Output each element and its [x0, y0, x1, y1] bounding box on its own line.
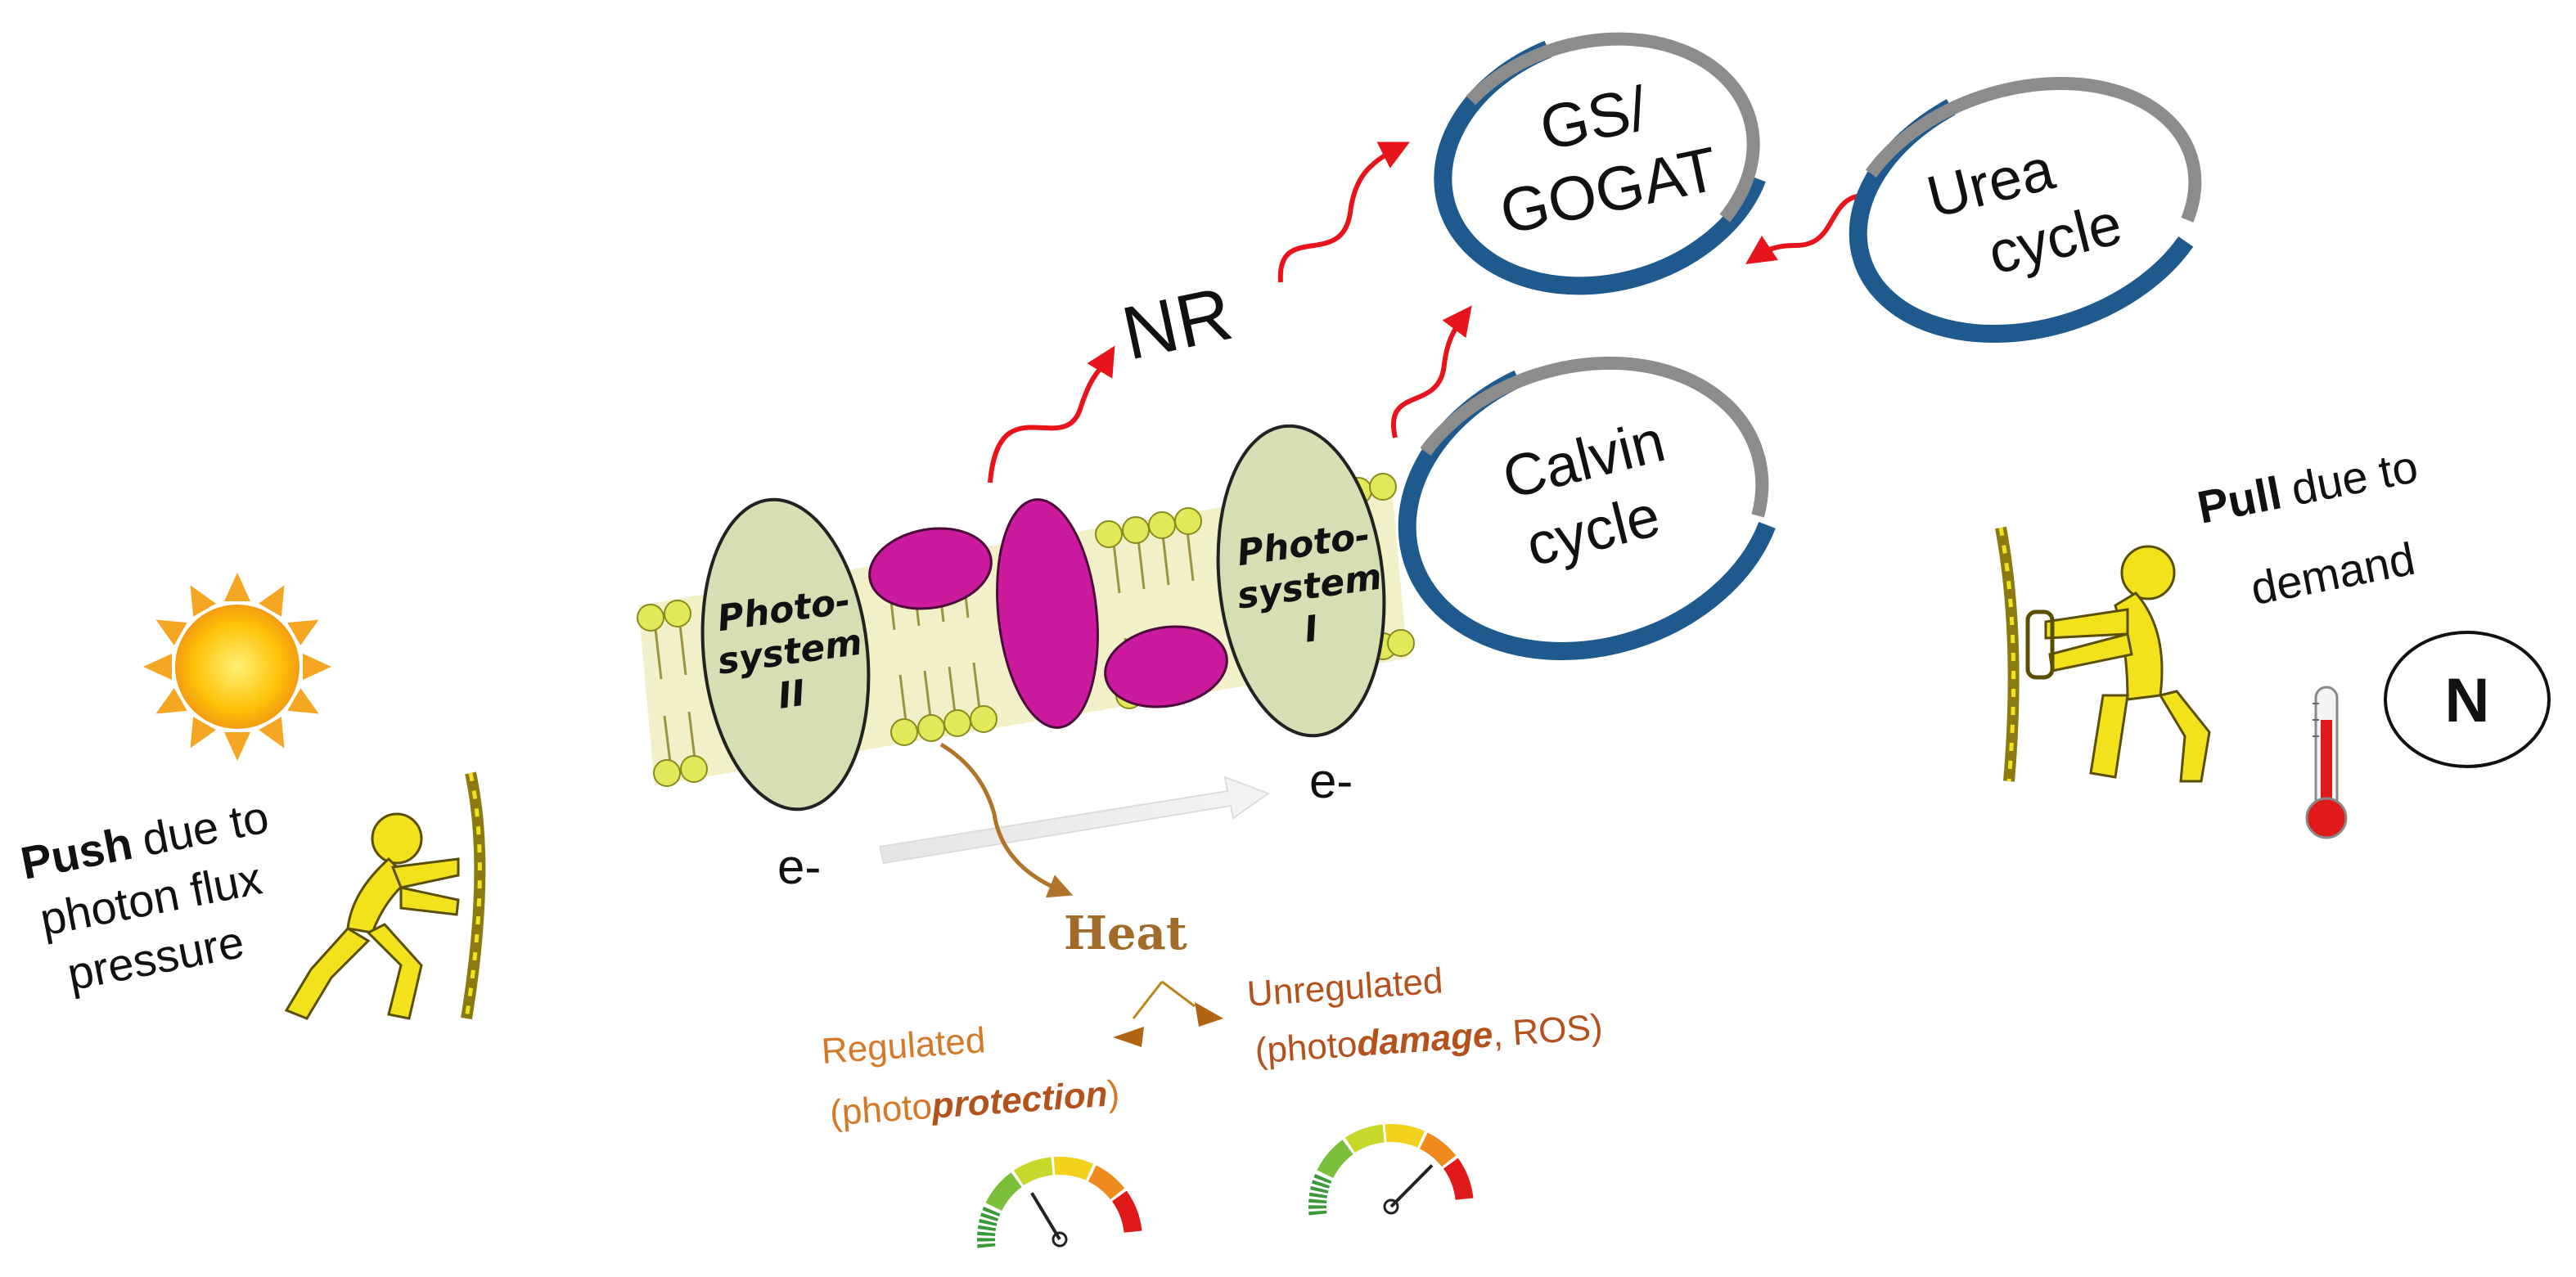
regulated-sub-suffix: ) [1106, 1073, 1121, 1114]
heat-arrow [939, 742, 1074, 898]
red-arrow-urea-to-gs [1745, 193, 1875, 264]
gauge-icon [977, 1156, 1142, 1248]
unregulated-sub-prefix: (photo [1254, 1024, 1358, 1072]
pushing-person-icon [284, 771, 486, 1020]
regulated-sub-prefix: (photo [829, 1086, 934, 1134]
unregulated-sub-bold: damage [1356, 1014, 1494, 1063]
regulated-label: Regulated (photoprotection) [820, 1020, 1121, 1134]
gs-gogat-cycle: GS/ GOGAT [1428, 24, 1774, 295]
nitrogen-text: N [2445, 666, 2490, 735]
svg-text:Pulldue to: Pulldue to [2193, 440, 2421, 533]
regulated-sub-bold: protection [930, 1074, 1109, 1126]
nitrogen-badge: N [2384, 631, 2551, 768]
calvin-cycle: Calvin cycle [1389, 346, 1786, 662]
regulated-text: Regulated [820, 1020, 987, 1072]
svg-text:(photoprotection): (photoprotection) [829, 1073, 1121, 1134]
pull-line2-text: demand [2246, 533, 2419, 614]
photosystem-ii: Photo- system II [700, 497, 871, 812]
unregulated-label: Unregulated (photodamage, ROS) [1245, 960, 1604, 1072]
red-arrow-calvin-to-gs [1391, 305, 1472, 438]
push-label: Pushdue to photon flux pressure [16, 790, 272, 1000]
red-arrow-to-nr [988, 345, 1115, 483]
photosystem-i: Photo- system I [1216, 424, 1386, 738]
unregulated-text: Unregulated [1245, 960, 1444, 1014]
ps2-line3-text: II [776, 672, 808, 717]
electron-left-label: e- [777, 839, 821, 894]
svg-text:(photodamage, ROS): (photodamage, ROS) [1254, 1007, 1604, 1072]
heat-branch-arrows [1113, 980, 1223, 1047]
electron-transport-complexes [868, 498, 1228, 729]
pulling-person-icon [1995, 526, 2211, 783]
pull-bold-text: Pull [2193, 466, 2286, 533]
thermometer-icon [2305, 686, 2348, 839]
pull-label: Pulldue to demand [2193, 440, 2421, 614]
ps1-line3-text: I [1302, 608, 1321, 651]
urea-cycle: Urea cycle [1840, 65, 2218, 346]
unregulated-sub-suffix: , ROS) [1492, 1007, 1605, 1054]
sun-icon [143, 573, 331, 761]
heat-label: Heat [1064, 906, 1187, 960]
electron-flow-arrow [878, 776, 1271, 865]
gauge-icon [1308, 1123, 1474, 1216]
pull-rest-text: due to [2287, 440, 2422, 515]
red-arrow-nr-to-gs [1277, 142, 1410, 283]
nr-label: NR [1115, 272, 1239, 375]
electron-right-label: e- [1309, 753, 1353, 808]
